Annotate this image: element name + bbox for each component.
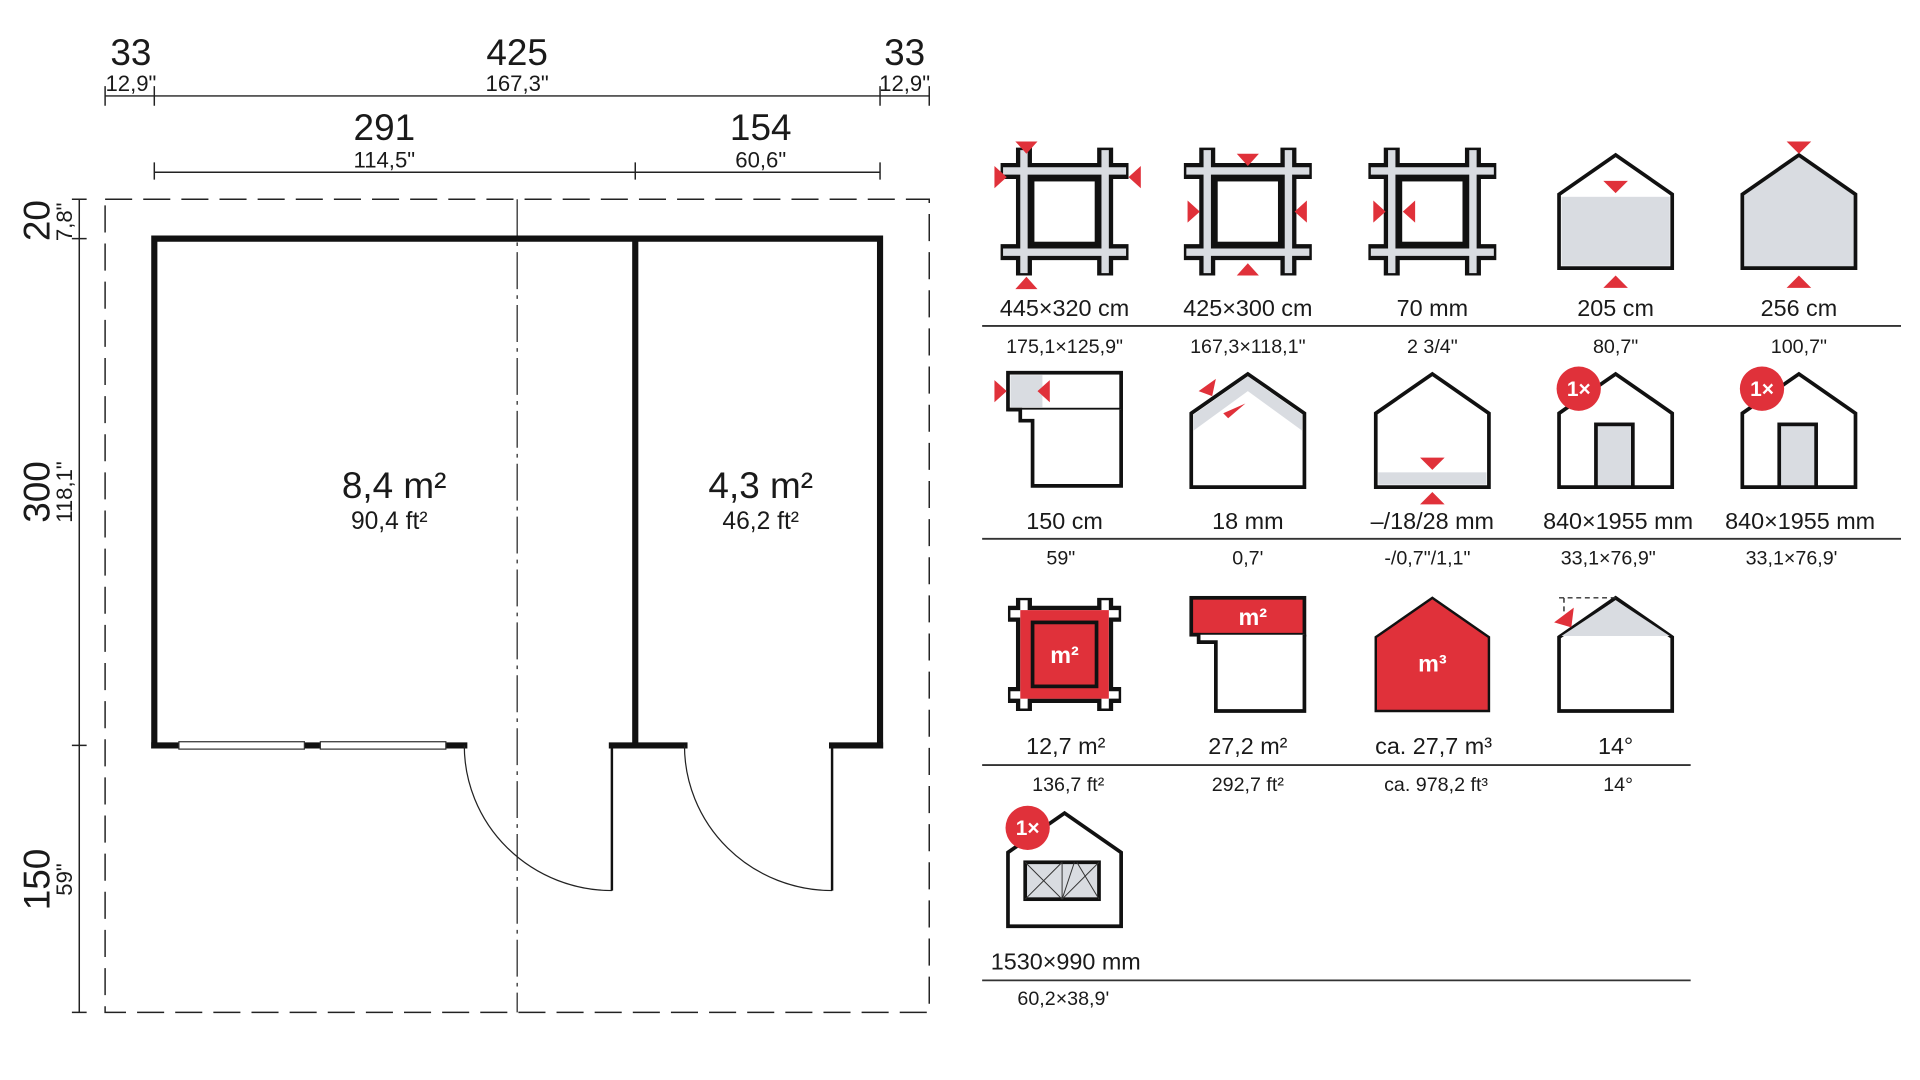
unit-label: m² xyxy=(1238,604,1267,630)
spec-labels: 445×320 cm 175,1×125,9" 425×300 cm 167,3… xyxy=(991,295,1875,1010)
quantity-badge: 1× xyxy=(1567,378,1591,401)
door-icon: 1× xyxy=(1739,366,1858,489)
spec-sub: 292,7 ft² xyxy=(1212,774,1285,796)
dim-overhang-front: 20 xyxy=(17,200,58,241)
spec-label: 425×300 cm xyxy=(1183,295,1312,321)
spec-sub: 14° xyxy=(1603,774,1633,796)
spec-label: 18 mm xyxy=(1212,508,1283,534)
spec-label: 12,7 m² xyxy=(1026,733,1105,759)
spec-sub: 33,1×76,9' xyxy=(1746,548,1838,570)
spec-sub: 80,7" xyxy=(1593,336,1638,358)
spec-label: –/18/28 mm xyxy=(1371,508,1494,534)
spec-sub: 33,1×76,9" xyxy=(1561,548,1656,570)
spec-sub: 100,7" xyxy=(1771,336,1827,358)
spec-sub: 0,7' xyxy=(1232,548,1263,570)
exterior-footprint-icon xyxy=(994,141,1141,290)
door-left xyxy=(463,745,614,892)
spec-label: 205 cm xyxy=(1577,295,1654,321)
spec-sub: 60,2×38,9' xyxy=(1017,988,1109,1010)
dim-room-1-in: 114,5" xyxy=(354,147,416,172)
room-1-area: 8,4 m² xyxy=(342,465,447,506)
dim-terrace: 150 xyxy=(17,849,58,911)
spec-label: 1530×990 mm xyxy=(991,948,1141,974)
spec-label: 840×1955 mm xyxy=(1725,508,1875,534)
dim-room-2: 154 xyxy=(730,107,792,148)
unit-label: m³ xyxy=(1418,651,1447,677)
roof-pitch-icon xyxy=(1554,595,1675,713)
room-dimension-line: 291 114,5" 154 60,6" xyxy=(153,107,881,180)
spec-label: 27,2 m² xyxy=(1208,733,1287,759)
door-right xyxy=(683,745,834,892)
quantity-badge: 1× xyxy=(1016,817,1040,840)
dim-terrace-in: 59" xyxy=(52,863,77,895)
glazed-panel xyxy=(178,741,447,750)
quantity-badge: 1× xyxy=(1750,378,1774,401)
dim-depth: 300 xyxy=(17,461,58,523)
room-2-area: 4,3 m² xyxy=(708,465,813,506)
volume-icon: m³ xyxy=(1374,596,1491,713)
spec-sub: 136,7 ft² xyxy=(1032,774,1105,796)
floor-thickness-icon xyxy=(1373,372,1491,505)
terrace-depth-icon xyxy=(994,370,1123,488)
dim-room-1: 291 xyxy=(354,107,416,148)
overall-dimension-line: 33 12,9" 425 167,3" 33 12,9" xyxy=(104,32,930,106)
spec-label: ca. 27,7 m³ xyxy=(1375,733,1492,759)
spec-label: 70 mm xyxy=(1397,295,1468,321)
walls xyxy=(151,235,884,749)
room-2-area-ft: 46,2 ft² xyxy=(722,508,799,535)
roof-outline xyxy=(104,198,930,1014)
floor-plan: 33 12,9" 425 167,3" 33 12,9" 291 114,5" … xyxy=(17,32,930,1014)
spec-label: 14° xyxy=(1598,733,1633,759)
dim-overhang-left-in: 12,9" xyxy=(105,71,156,96)
dim-room-2-in: 60,6" xyxy=(735,147,786,172)
wall-footprint-icon xyxy=(1184,148,1312,276)
side-wall-height-icon xyxy=(1557,153,1675,288)
spec-label: 150 cm xyxy=(1026,508,1103,534)
dim-wall-width: 425 xyxy=(486,32,548,73)
spec-sub: 167,3×118,1" xyxy=(1190,336,1305,358)
spec-label: 256 cm xyxy=(1761,295,1838,321)
room-1-area-ft: 90,4 ft² xyxy=(351,508,428,535)
wall-thickness-icon xyxy=(1368,148,1496,276)
ridge-height-icon xyxy=(1740,141,1858,288)
roof-board-icon xyxy=(1189,372,1307,489)
dim-depth-in: 118,1" xyxy=(52,461,77,523)
dim-overhang-right: 33 xyxy=(884,32,925,73)
spec-grid: 1× 1× m² m² m³ 1× 445×320 cm xyxy=(982,141,1902,1010)
spec-sub: 59" xyxy=(1046,548,1075,570)
floor-area-icon: m² xyxy=(1007,597,1122,711)
dim-overhang-left: 33 xyxy=(110,32,151,73)
spec-sub: 175,1×125,9" xyxy=(1006,336,1123,358)
window-icon: 1× xyxy=(1005,805,1123,929)
spec-sub: ca. 978,2 ft³ xyxy=(1384,774,1488,796)
unit-label: m² xyxy=(1050,642,1079,668)
spec-sub: -/0,7"/1,1" xyxy=(1384,548,1470,570)
dim-wall-width-in: 167,3" xyxy=(486,71,549,96)
dim-overhang-right-in: 12,9" xyxy=(879,71,930,96)
side-dimension-line: 20 7,8" 300 118,1" 150 59" xyxy=(17,198,87,1014)
roof-area-icon: m² xyxy=(1189,595,1307,713)
spec-sub: 2 3/4" xyxy=(1407,336,1458,358)
spec-label: 445×320 cm xyxy=(1000,295,1129,321)
door-icon: 1× xyxy=(1556,366,1675,489)
spec-label: 840×1955 mm xyxy=(1543,508,1693,534)
dim-overhang-front-in: 7,8" xyxy=(52,202,77,241)
